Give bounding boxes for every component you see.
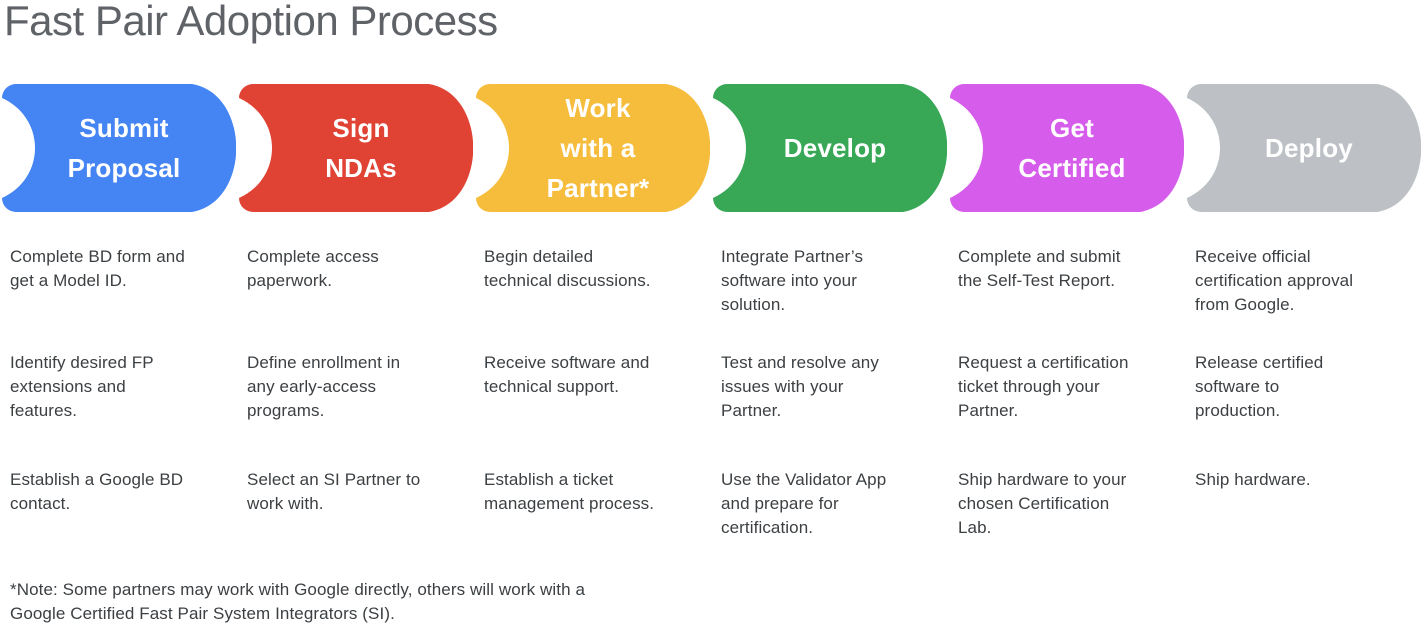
stage-get-certified: Get Certified xyxy=(950,84,1184,212)
desc-deploy-1: Receive official certification approval … xyxy=(1195,247,1354,314)
desc-work-with-partner-1: Begin detailed technical discussions. xyxy=(484,247,651,290)
process-flow: Submit Proposal Sign NDAs Work with a Pa… xyxy=(2,84,1421,212)
desc-get-certified-2: Request a certification ticket through y… xyxy=(958,353,1129,420)
stage-shape-work-with-partner xyxy=(476,84,710,212)
stage-shape-deploy xyxy=(1187,84,1421,212)
chevron-shape xyxy=(713,84,947,212)
desc-develop-3: Use the Validator App and prepare for ce… xyxy=(721,470,887,537)
chevron-shape xyxy=(950,84,1184,212)
chevron-shape xyxy=(2,84,236,212)
chevron-shape xyxy=(239,84,473,212)
stage-label-deploy: Deploy xyxy=(1265,133,1353,163)
stage-sign-ndas: Sign NDAs xyxy=(239,84,473,212)
stage-shape-get-certified xyxy=(950,84,1184,212)
stage-shape-submit-proposal xyxy=(2,84,236,212)
page-title: Fast Pair Adoption Process xyxy=(4,0,498,44)
desc-submit-proposal-3: Establish a Google BD contact. xyxy=(10,470,184,513)
stage-label-develop: Develop xyxy=(783,133,887,163)
desc-get-certified-3: Ship hardware to your chosen Certificati… xyxy=(958,470,1127,537)
desc-develop-2: Test and resolve any issues with your Pa… xyxy=(721,353,879,420)
desc-develop-1: Integrate Partner’s software into your s… xyxy=(721,247,864,314)
chevron-shape xyxy=(1187,84,1421,212)
desc-get-certified-1: Complete and submit the Self-Test Report… xyxy=(958,247,1121,290)
desc-submit-proposal-1: Complete BD form and get a Model ID. xyxy=(10,247,185,290)
stage-label-sign-ndas: Sign NDAs xyxy=(325,113,397,183)
desc-sign-ndas-1: Complete access paperwork. xyxy=(247,247,379,290)
stage-label-get-certified: Get Certified xyxy=(1018,113,1126,183)
desc-sign-ndas-3: Select an SI Partner to work with. xyxy=(247,470,421,513)
desc-work-with-partner-2: Receive software and technical support. xyxy=(484,353,650,396)
stage-deploy: Deploy xyxy=(1187,84,1421,212)
stage-label-submit-proposal: Submit Proposal xyxy=(67,113,181,183)
stage-shape-sign-ndas xyxy=(239,84,473,212)
stage-label-work-with-partner: Work with a Partner* xyxy=(546,93,650,203)
desc-deploy-3: Ship hardware. xyxy=(1195,470,1311,489)
stage-develop: Develop xyxy=(713,84,947,212)
stage-work-with-partner: Work with a Partner* xyxy=(476,84,710,212)
desc-submit-proposal-2: Identify desired FP extensions and featu… xyxy=(10,353,154,420)
desc-deploy-2: Release certified software to production… xyxy=(1195,353,1324,420)
stage-descriptions-grid: Complete BD form and get a Model ID. Com… xyxy=(10,245,1423,540)
stage-shape-develop xyxy=(713,84,947,212)
desc-work-with-partner-3: Establish a ticket management process. xyxy=(484,470,655,513)
desc-sign-ndas-2: Define enrollment in any early-access pr… xyxy=(247,353,401,420)
stage-submit-proposal: Submit Proposal xyxy=(2,84,236,212)
chevron-shape xyxy=(476,84,710,212)
footnote: *Note: Some partners may work with Googl… xyxy=(10,580,585,623)
